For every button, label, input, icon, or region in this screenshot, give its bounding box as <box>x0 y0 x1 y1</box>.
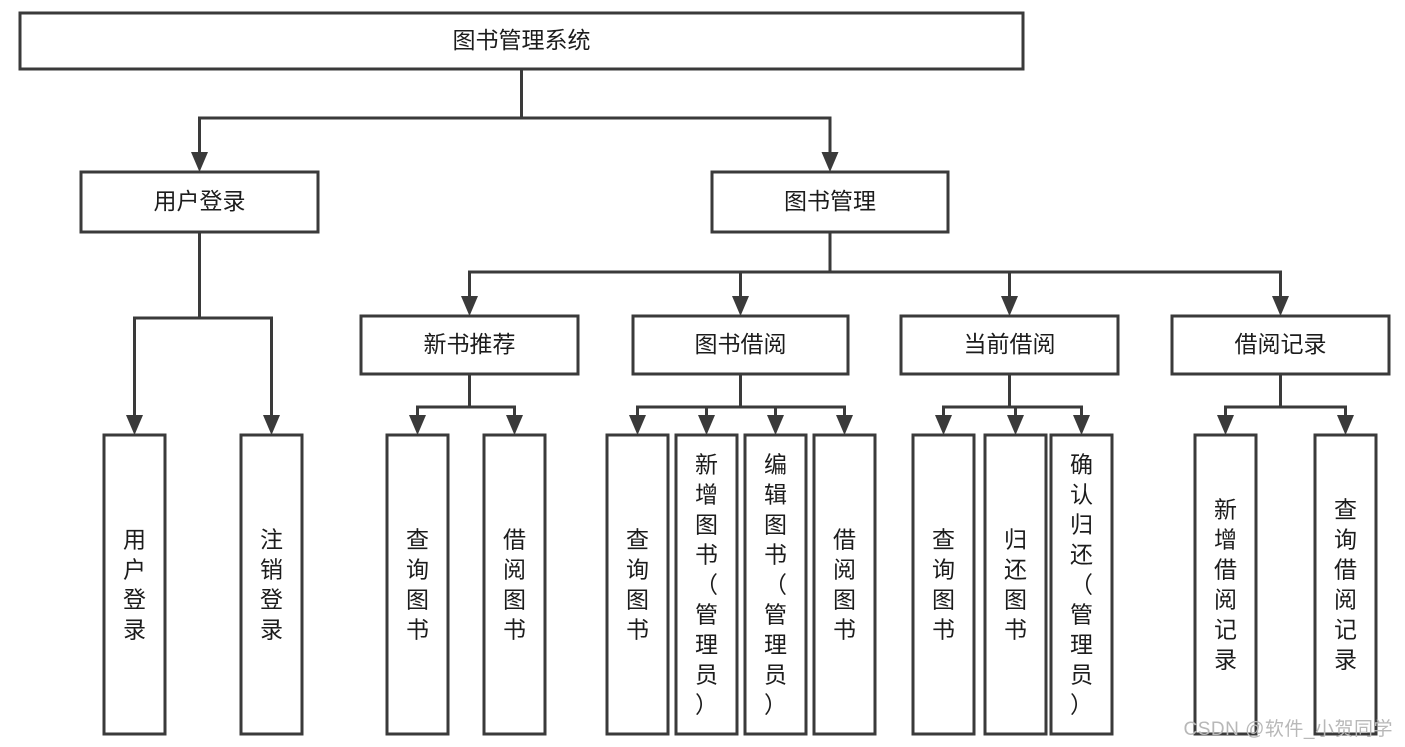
node-user-logout[interactable]: 注销登录 <box>239 433 304 736</box>
node-label-new-book-recommend: 新书推荐 <box>424 331 516 357</box>
node-book-manage[interactable]: 图书管理 <box>710 170 950 234</box>
connectors-layer <box>126 67 1354 435</box>
edge-current-borrow-cb-confirm-return-arrowhead <box>1073 415 1090 435</box>
node-bb-query-book[interactable]: 查询图书 <box>605 433 670 736</box>
node-box-current-borrow <box>899 314 1120 376</box>
node-label-borrow-record: 借阅记录 <box>1235 331 1327 357</box>
node-box-br-add-record <box>1193 433 1258 736</box>
node-label-bb-borrow-book: 借阅图书 <box>833 527 856 643</box>
node-box-bb-borrow-book <box>812 433 877 736</box>
node-bb-add-book[interactable]: 新增图书（管理员） <box>674 433 739 736</box>
node-cb-confirm-return[interactable]: 确认归还（管理员） <box>1049 433 1114 736</box>
node-new-book-recommend[interactable]: 新书推荐 <box>359 314 580 376</box>
edge-current-borrow-cb-query-book-arrowhead <box>935 415 952 435</box>
node-cb-return-book[interactable]: 归还图书 <box>983 433 1048 736</box>
node-book-borrow[interactable]: 图书借阅 <box>631 314 850 376</box>
edge-root-user-login-arrowhead <box>191 152 208 172</box>
node-box-nbr-borrow-book <box>482 433 547 736</box>
node-label-bb-add-book: 新增图书（管理员） <box>695 452 718 718</box>
node-label-root: 图书管理系统 <box>453 27 591 53</box>
edge-current-borrow-cb-return-book-arrowhead <box>1007 415 1024 435</box>
edge-book-borrow-bb-query-book-arrowhead <box>629 415 646 435</box>
node-label-cb-confirm-return: 确认归还（管理员） <box>1070 452 1093 718</box>
node-box-user-login <box>79 170 320 234</box>
node-box-new-book-recommend <box>359 314 580 376</box>
node-br-query-record[interactable]: 查询借阅记录 <box>1313 433 1378 736</box>
node-bb-edit-book[interactable]: 编辑图书（管理员） <box>743 433 808 736</box>
node-box-cb-return-book <box>983 433 1048 736</box>
node-borrow-record[interactable]: 借阅记录 <box>1170 314 1391 376</box>
edge-root-book-manage-arrowhead <box>821 152 839 172</box>
node-label-bb-query-book: 查询图书 <box>626 527 649 643</box>
edge-book-borrow-bb-edit-book-arrowhead <box>767 415 784 435</box>
node-br-add-record[interactable]: 新增借阅记录 <box>1193 433 1258 736</box>
node-box-bb-query-book <box>605 433 670 736</box>
node-current-borrow[interactable]: 当前借阅 <box>899 314 1120 376</box>
node-box-book-borrow <box>631 314 850 376</box>
edge-borrow-record-br-query-record-arrowhead <box>1337 415 1354 435</box>
node-label-nbr-query-book: 查询图书 <box>406 527 429 643</box>
node-box-bb-edit-book <box>743 433 808 736</box>
node-label-user-login-do: 用户登录 <box>123 527 146 643</box>
node-label-cb-return-book: 归还图书 <box>1004 527 1027 643</box>
node-nbr-query-book[interactable]: 查询图书 <box>385 433 450 736</box>
node-label-book-manage: 图书管理 <box>784 188 876 214</box>
node-box-bb-add-book <box>674 433 739 736</box>
node-user-login-do[interactable]: 用户登录 <box>102 433 167 736</box>
node-box-user-logout <box>239 433 304 736</box>
edge-book-manage-book-borrow-arrowhead <box>732 296 749 316</box>
node-box-user-login-do <box>102 433 167 736</box>
edge-book-borrow-bb-add-book-arrowhead <box>698 415 715 435</box>
node-label-current-borrow: 当前借阅 <box>964 331 1056 357</box>
edge-new-book-recommend-nbr-query-book-arrowhead <box>409 415 426 435</box>
node-box-nbr-query-book <box>385 433 450 736</box>
watermark-text: CSDN @软件_小贺同学 <box>1183 719 1393 740</box>
edge-book-manage-current-borrow-arrowhead <box>1001 296 1018 316</box>
node-nbr-borrow-book[interactable]: 借阅图书 <box>482 433 547 736</box>
node-label-book-borrow: 图书借阅 <box>695 331 787 357</box>
node-cb-query-book[interactable]: 查询图书 <box>911 433 976 736</box>
node-label-user-login: 用户登录 <box>154 188 246 214</box>
edge-borrow-record-br-add-record-arrowhead <box>1217 415 1234 435</box>
nodes-layer: 图书管理系统用户登录图书管理用户登录注销登录新书推荐查询图书借阅图书图书借阅查询… <box>18 11 1391 736</box>
node-box-cb-query-book <box>911 433 976 736</box>
edge-book-borrow-bb-borrow-book-arrowhead <box>836 415 853 435</box>
edge-user-login-user-logout-arrowhead <box>263 415 280 435</box>
node-label-user-logout: 注销登录 <box>260 527 283 643</box>
node-label-br-add-record: 新增借阅记录 <box>1214 497 1237 673</box>
node-box-br-query-record <box>1313 433 1378 736</box>
node-label-nbr-borrow-book: 借阅图书 <box>503 527 526 643</box>
node-label-cb-query-book: 查询图书 <box>932 527 955 643</box>
node-label-bb-edit-book: 编辑图书（管理员） <box>764 452 787 718</box>
node-box-borrow-record <box>1170 314 1391 376</box>
node-box-cb-confirm-return <box>1049 433 1114 736</box>
node-bb-borrow-book[interactable]: 借阅图书 <box>812 433 877 736</box>
node-user-login[interactable]: 用户登录 <box>79 170 320 234</box>
node-box-book-manage <box>710 170 950 234</box>
edge-book-manage-new-book-recommend-arrowhead <box>461 296 478 316</box>
edge-user-login-user-login-do-arrowhead <box>126 415 143 435</box>
node-label-br-query-record: 查询借阅记录 <box>1334 497 1357 673</box>
edge-new-book-recommend-nbr-borrow-book-arrowhead <box>506 415 523 435</box>
edge-book-manage-borrow-record-arrowhead <box>1272 296 1289 316</box>
node-root[interactable]: 图书管理系统 <box>18 11 1025 71</box>
node-box-root <box>18 11 1025 71</box>
